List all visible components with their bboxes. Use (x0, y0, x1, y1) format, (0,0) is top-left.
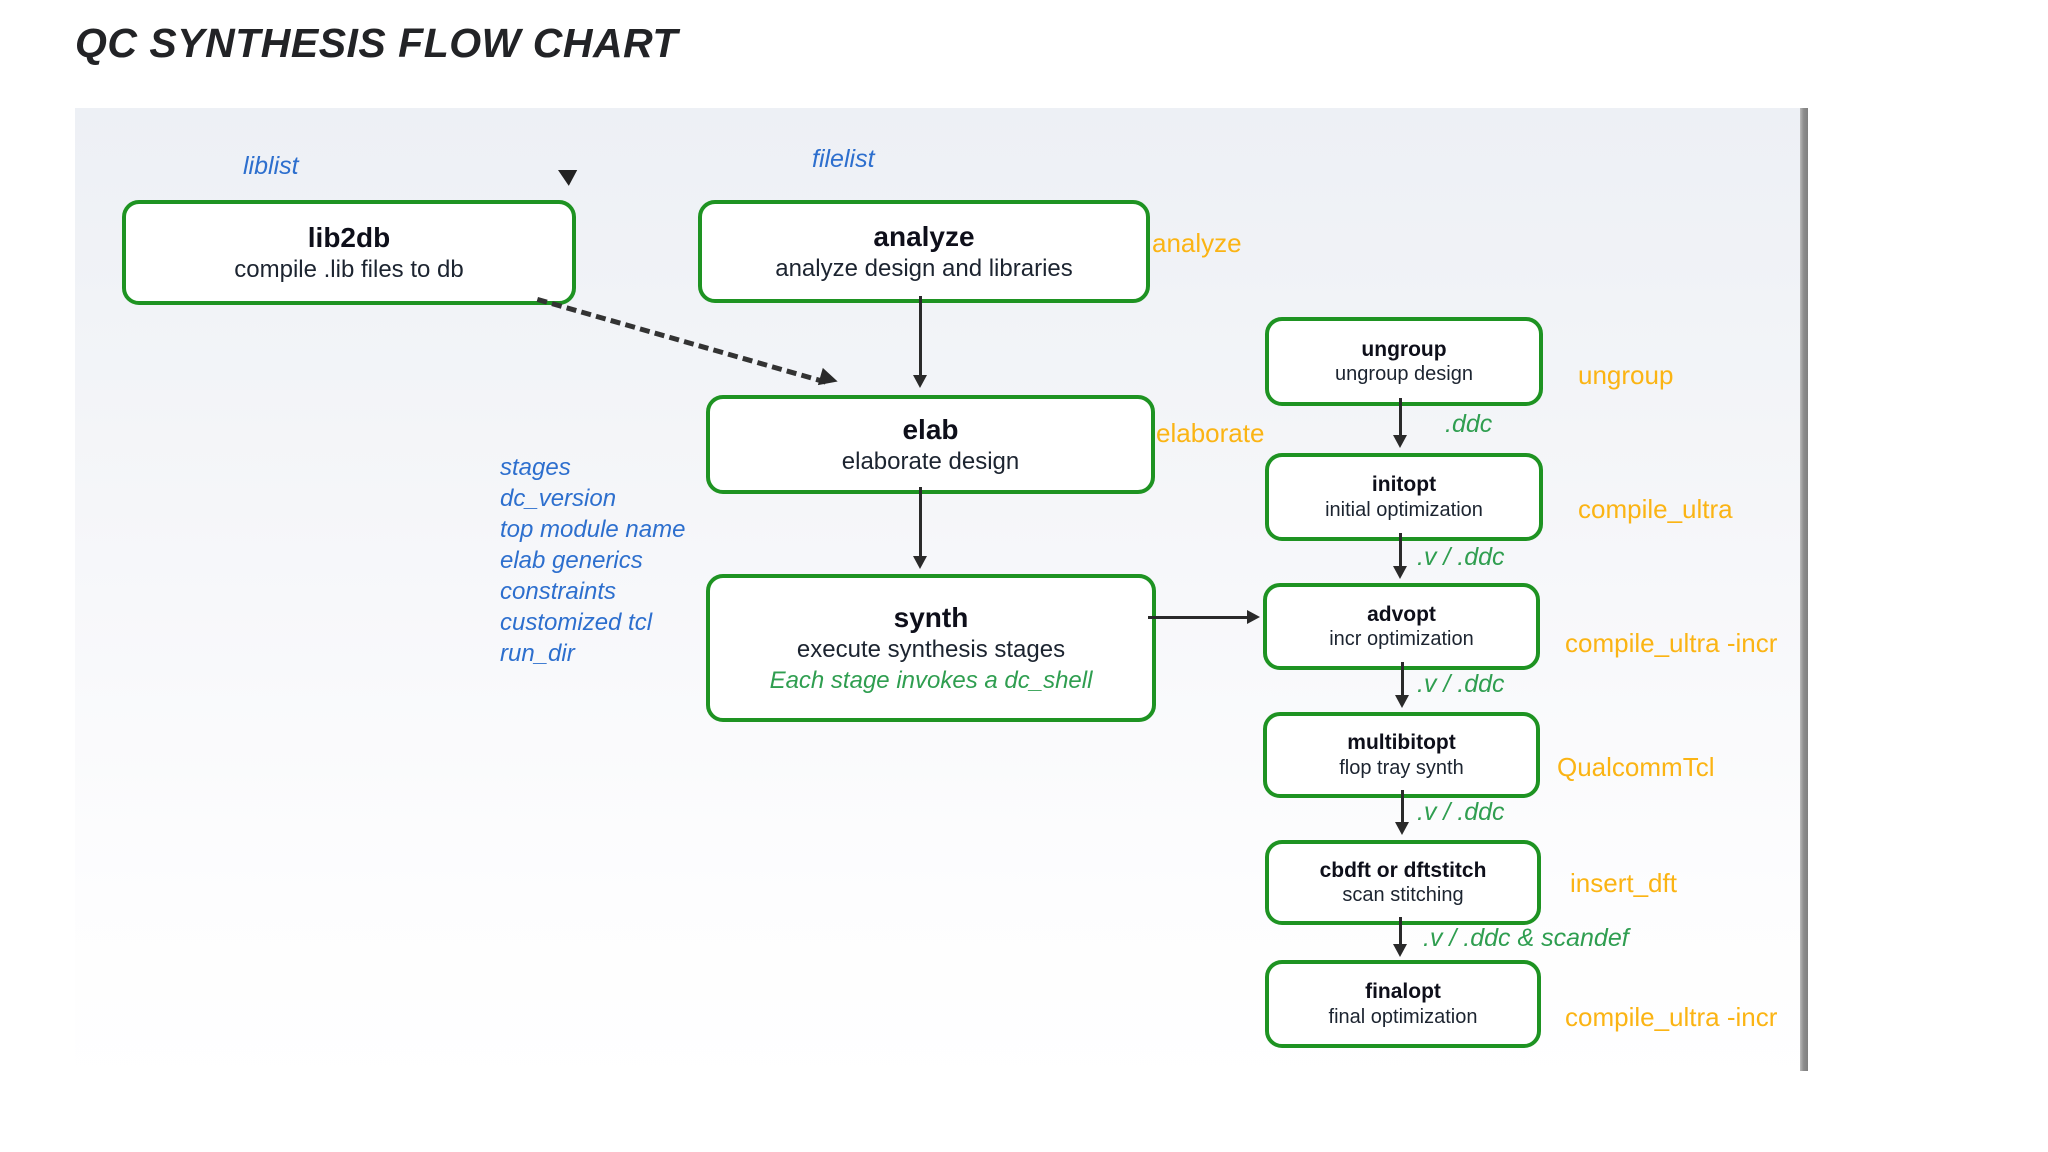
node-title: ungroup (1361, 337, 1447, 361)
node-multibitopt: multibitopt flop tray synth (1263, 712, 1540, 798)
node-initopt: initopt initial optimization (1265, 453, 1543, 541)
stage-label-qualcommtcl: QualcommTcl (1557, 752, 1715, 782)
node-subtitle: scan stitching (1342, 884, 1464, 907)
arrow-multibitopt-to-cbdft (1395, 790, 1409, 835)
node-subtitle: initial optimization (1325, 498, 1483, 521)
node-subtitle: analyze design and libraries (775, 254, 1073, 282)
synth-input-item: stages (500, 454, 571, 481)
stage-label-ungroup: ungroup (1578, 360, 1674, 390)
artifact-label-v-ddc-scandef: .v / .ddc & scandef (1423, 924, 1629, 952)
stage-label-insert-dft: insert_dft (1570, 868, 1677, 898)
node-title: finalopt (1365, 980, 1441, 1003)
node-advopt: advopt incr optimization (1263, 583, 1540, 670)
node-title: lib2db (307, 221, 391, 253)
arrow-advopt-to-multibitopt (1395, 662, 1409, 708)
synth-input-item: top module name (500, 516, 686, 543)
node-subtitle: execute synthesis stages (796, 635, 1066, 663)
synth-input-item: customized tcl (500, 609, 653, 636)
arrow-cbdft-to-finalopt (1393, 917, 1407, 957)
arrow-synth-to-advopt (1148, 610, 1260, 624)
node-title: initopt (1371, 473, 1437, 496)
page-title: QC SYNTHESIS FLOW CHART (75, 20, 678, 66)
label-filelist: filelist (812, 145, 875, 173)
node-subtitle: elaborate design (841, 447, 1020, 475)
node-note: Each stage invokes a dc_shell (769, 667, 1093, 695)
synth-input-item: constraints (500, 578, 617, 605)
node-subtitle: compile .lib files to db (234, 255, 464, 283)
node-title: synth (893, 601, 969, 633)
node-lib2db: lib2db compile .lib files to db (122, 200, 576, 305)
arrow-ungroup-to-initopt (1393, 398, 1407, 448)
stage-label-elaborate: elaborate (1156, 418, 1265, 448)
arrow-analyze-to-elab (913, 296, 927, 388)
node-title: cbdft or dftstitch (1319, 858, 1487, 882)
stage-label-compile-ultra-incr: compile_ultra -incr (1565, 628, 1778, 658)
artifact-label-v-ddc-1: .v / .ddc (1417, 543, 1505, 571)
stage-label-compile-ultra: compile_ultra (1578, 494, 1733, 524)
synth-input-item: run_dir (500, 640, 575, 667)
stage-label-compile-ultra-incr-2: compile_ultra -incr (1565, 1002, 1778, 1032)
node-synth: synth execute synthesis stages Each stag… (706, 574, 1156, 722)
stage-label-analyze: analyze (1152, 228, 1242, 258)
node-title: multibitopt (1347, 731, 1456, 754)
node-title: advopt (1367, 602, 1436, 626)
node-elab: elab elaborate design (706, 395, 1155, 494)
node-subtitle: incr optimization (1329, 628, 1474, 651)
node-finalopt: finalopt final optimization (1265, 960, 1541, 1048)
scrollbar-thumb[interactable] (1800, 108, 1808, 1071)
artifact-label-v-ddc-3: .v / .ddc (1417, 798, 1505, 826)
node-title: analyze (873, 220, 975, 252)
arrow-elab-to-synth (913, 487, 927, 569)
node-cbdft-dftstitch: cbdft or dftstitch scan stitching (1265, 840, 1541, 925)
label-liblist: liblist (243, 152, 299, 180)
node-title: elab (902, 413, 959, 445)
synth-input-item: dc_version (500, 485, 617, 512)
arrow-initopt-to-advopt (1393, 533, 1407, 579)
artifact-label-v-ddc-2: .v / .ddc (1417, 670, 1505, 698)
artifact-label-ddc: .ddc (1445, 410, 1493, 438)
node-ungroup: ungroup ungroup design (1265, 317, 1543, 406)
node-subtitle: flop tray synth (1339, 756, 1464, 779)
node-subtitle: ungroup design (1335, 363, 1473, 386)
node-analyze: analyze analyze design and libraries (698, 200, 1150, 303)
synth-input-list: stages dc_version top module name elab g… (500, 452, 685, 669)
node-subtitle: final optimization (1328, 1005, 1478, 1028)
synth-input-item: elab generics (500, 547, 643, 574)
